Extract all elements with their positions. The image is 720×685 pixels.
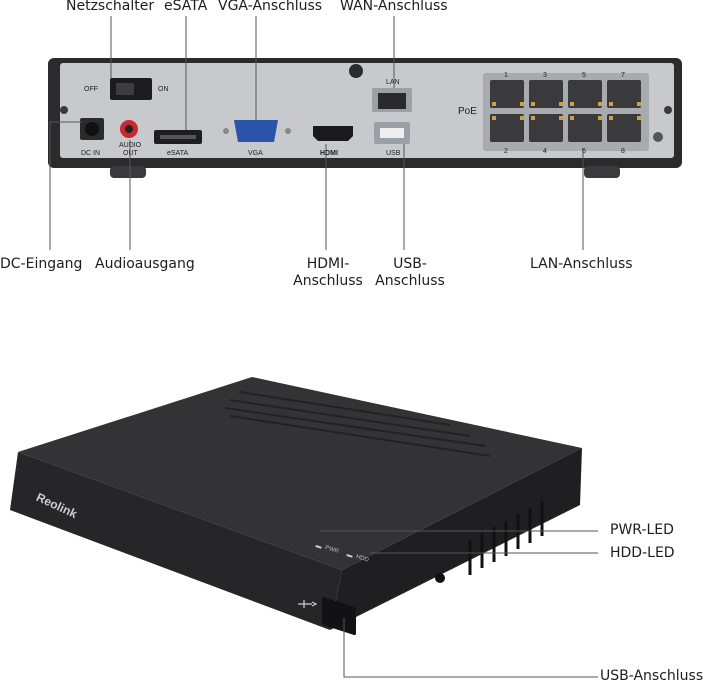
foot-right <box>584 166 620 178</box>
hdd-led <box>346 553 353 558</box>
callout-usb: USB- Anschluss <box>372 256 448 290</box>
poe-port-7 <box>607 80 641 108</box>
label-vga: VGA <box>248 150 263 157</box>
callout-audio-out: Audioausgang <box>95 256 195 272</box>
callout-hdd-led: HDD-LED <box>610 545 675 561</box>
callout-dc-in: DC-Eingang <box>0 256 83 272</box>
poe-port-1 <box>490 80 524 108</box>
top-notch <box>349 64 363 78</box>
port-num-4: 4 <box>543 148 547 155</box>
right-side-face <box>330 448 582 630</box>
dc-in-hole <box>85 122 99 136</box>
usb-symbol-icon <box>298 600 318 608</box>
label-off: OFF <box>84 86 98 93</box>
port-num-7: 7 <box>621 72 625 79</box>
label-lan: LAN <box>386 79 400 86</box>
port-num-1: 1 <box>504 72 508 79</box>
callout-lan: LAN-Anschluss <box>530 256 633 272</box>
front-face <box>10 452 342 630</box>
callout-hdmi-line2: Anschluss <box>293 273 363 289</box>
vga-port <box>234 120 278 142</box>
foot-left <box>110 166 146 178</box>
screw-left <box>60 106 68 114</box>
front-top-surface <box>18 377 582 570</box>
label-audio: AUDIO <box>119 142 142 149</box>
callout-line-front-usb <box>343 618 598 678</box>
port-num-3: 3 <box>543 72 547 79</box>
poe-port-6 <box>568 114 602 142</box>
callout-power-switch: Netzschalter <box>66 0 155 14</box>
ground-screw <box>653 132 663 142</box>
poe-port-4 <box>529 114 563 142</box>
poe-port-5 <box>568 80 602 108</box>
label-out: OUT <box>123 150 138 157</box>
callout-usb-line2: Anschluss <box>375 273 445 289</box>
port-num-5: 5 <box>582 72 586 79</box>
screw-right <box>664 106 672 114</box>
poe-port-8 <box>607 114 641 142</box>
label-usb: USB <box>386 150 401 157</box>
callout-vga: VGA-Anschluss <box>218 0 323 14</box>
callout-wan: WAN-Anschluss <box>340 0 448 14</box>
label-on: ON <box>158 86 169 93</box>
front-usb-port <box>322 597 356 636</box>
label-esata: eSATA <box>167 150 189 157</box>
label-poe: PoE <box>458 106 477 117</box>
callout-usb-line1: USB- <box>393 256 427 272</box>
pwr-led <box>315 544 322 549</box>
callout-hdmi-line1: HDMI- <box>306 256 350 272</box>
callout-hdmi: HDMI- Anschluss <box>290 256 366 290</box>
side-port <box>435 573 445 583</box>
port-num-8: 8 <box>621 148 625 155</box>
power-switch-rocker <box>116 83 134 95</box>
port-num-6: 6 <box>582 148 586 155</box>
label-hdmi: HDMI <box>320 150 338 157</box>
label-dc-in: DC IN <box>81 150 101 157</box>
hdmi-port <box>313 126 353 141</box>
callout-front-usb: USB-Anschluss <box>600 668 704 684</box>
callout-pwr-led: PWR-LED <box>610 522 674 538</box>
poe-port-2 <box>490 114 524 142</box>
callout-esata: eSATA <box>164 0 208 14</box>
callout-line-dc <box>49 121 82 250</box>
port-num-2: 2 <box>504 148 508 155</box>
poe-port-3 <box>529 80 563 108</box>
